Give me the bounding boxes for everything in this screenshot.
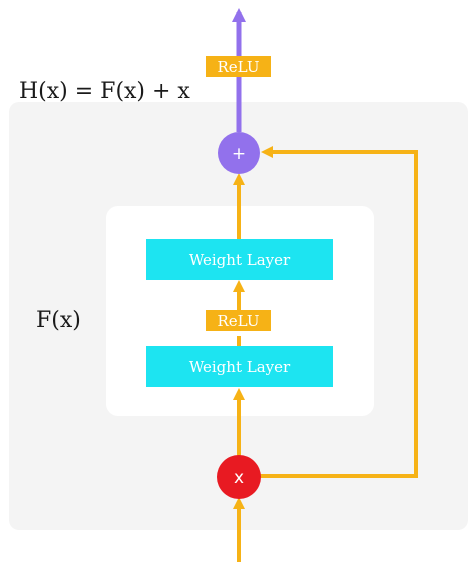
inner-relu-box — [206, 310, 271, 331]
weight-layer-top-label: Weight Layer — [189, 251, 291, 269]
input-node — [217, 455, 261, 499]
input-node-symbol: x — [234, 468, 244, 488]
inner-relu-label: ReLU — [218, 312, 260, 330]
weight-layer-bottom-label: Weight Layer — [189, 358, 291, 376]
weight-layer-bottom — [146, 346, 333, 387]
weight-layer-top — [146, 239, 333, 280]
output-relu-label: ReLU — [218, 58, 260, 76]
equation-label: H(x) = F(x) + x — [19, 79, 190, 104]
output-relu-box — [206, 56, 271, 77]
add-node-symbol: + — [232, 144, 246, 164]
skip-connection-arrow — [258, 146, 418, 478]
residual-function-label: F(x) — [36, 308, 81, 333]
add-node — [218, 132, 260, 174]
